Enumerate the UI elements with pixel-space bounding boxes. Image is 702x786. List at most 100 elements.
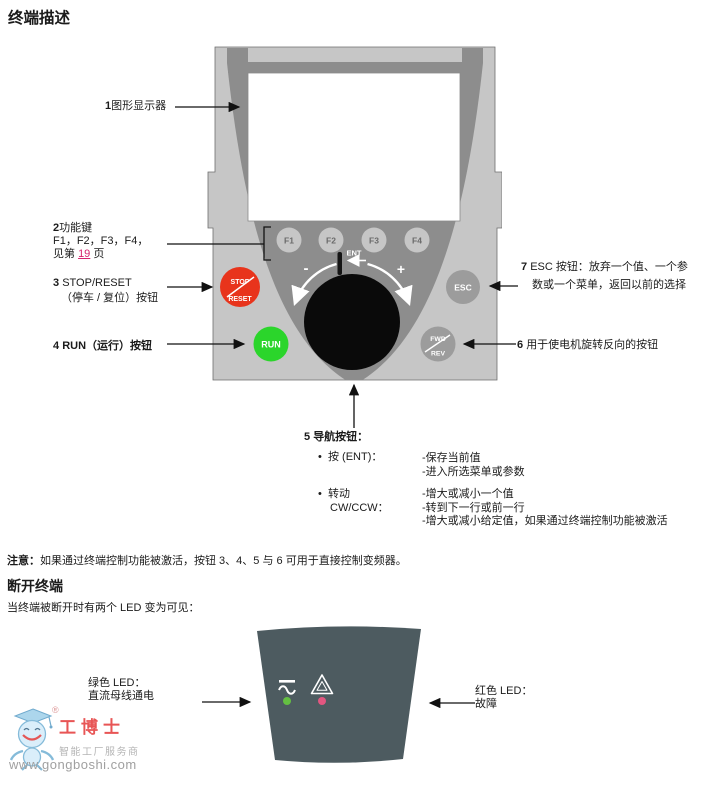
svg-text:RUN: RUN xyxy=(261,340,281,350)
callout-nav-turn-bullet: • 转动 CW/CCW： xyxy=(318,488,389,515)
callout-stop-line1: STOP/RESET xyxy=(62,277,132,289)
callout-arrow-green-led xyxy=(202,696,252,708)
callout-fn-num: 2 xyxy=(53,222,60,234)
green-led-label: 绿色 LED： 直流母线通电 xyxy=(88,677,154,703)
svg-text:F4: F4 xyxy=(412,236,422,246)
callout-fn-line1: 功能键 xyxy=(59,222,93,234)
green-led-line1: 绿色 LED： xyxy=(88,677,146,689)
knob-plus-label: + xyxy=(397,261,405,277)
esc-button: ESC xyxy=(446,270,480,304)
graphic-display xyxy=(247,72,461,222)
green-led-line2: 直流母线通电 xyxy=(88,690,154,702)
callout-nav-press-descs: -保存当前值 -进入所选菜单或参数 xyxy=(422,451,525,479)
callout-function-keys: 2功能键 F1，F2，F3，F4， 见第 19 页 xyxy=(53,222,148,261)
function-key-f3: F3 xyxy=(361,227,387,253)
bullet-dot: • xyxy=(318,488,322,500)
callout-nav-turn-label2: CW/CCW： xyxy=(330,501,389,514)
knob-minus-label: - xyxy=(304,260,309,277)
svg-text:F3: F3 xyxy=(369,236,379,246)
navigation-knob xyxy=(304,274,400,370)
callout-fn-line2: F1，F2，F3，F4， xyxy=(53,235,149,247)
callout-arrow-fwd-rev xyxy=(462,338,516,350)
callout-nav-num: 5 xyxy=(304,431,311,443)
callout-arrow-stop xyxy=(167,281,214,293)
callout-stop-num: 3 xyxy=(53,277,60,289)
watermark-tagline: 智能工厂服务商 xyxy=(59,747,140,758)
watermark-brand: 工博士 xyxy=(59,718,125,737)
knob-cw-arrow xyxy=(367,262,413,307)
callout-run-num: 4 xyxy=(53,340,60,352)
callout-fn-line3-post: 页 xyxy=(90,248,105,260)
function-key-f1: F1 xyxy=(276,227,302,253)
callout-display-text: 图形显示器 xyxy=(111,100,167,112)
callout-run-text: RUN（运行）按钮 xyxy=(62,340,153,352)
ent-label: ENT xyxy=(347,249,362,258)
callout-nav-title-text: 导航按钮： xyxy=(313,431,369,443)
callout-bracket-function-keys xyxy=(167,226,271,261)
function-key-f4: F4 xyxy=(404,227,430,253)
terminal-cover xyxy=(257,626,421,763)
dc-bus-symbol xyxy=(278,680,296,695)
callout-fn-line3: 见第 19 页 xyxy=(53,248,148,261)
ent-press-tick xyxy=(337,252,342,275)
note-label: 注意： xyxy=(7,555,40,567)
callout-arrow-knob xyxy=(348,383,360,428)
page-19-link[interactable]: 19 xyxy=(78,248,91,260)
callout-arrow-display xyxy=(175,101,241,113)
callout-nav-turn-descs: -增大或减小一个值 -转到下一行或前一行 -增大或减小给定值，如果通过终端控制功… xyxy=(422,488,668,529)
callout-esc-line1: ESC 按钮：放弃一个值、一个参 xyxy=(530,261,688,273)
callout-stop-line2: （停车 / 复位）按钮 xyxy=(61,292,159,304)
callout-reverse: 6 用于使电机旋转反向的按钮 xyxy=(517,339,658,352)
disconnected-terminal-diagram xyxy=(257,626,421,763)
callout-nav-turn-label1: 转动 xyxy=(327,488,350,500)
stop-reset-button: STOP RESET xyxy=(220,267,260,307)
watermark-url[interactable]: www.gongboshi.com xyxy=(9,757,137,772)
svg-text:RESET: RESET xyxy=(228,296,252,303)
callout-reverse-num: 6 xyxy=(517,339,524,351)
keypad-diagram: F1 F2 F3 F4 ENT - + STOP RESET xyxy=(207,46,502,381)
warning-symbol xyxy=(310,674,334,695)
callout-arrow-red-led xyxy=(428,697,475,709)
svg-text:ESC: ESC xyxy=(454,283,471,293)
red-led xyxy=(318,697,326,705)
nav-turn-desc-3: -增大或减小给定值，如果通过终端控制功能被激活 xyxy=(422,515,668,527)
svg-text:STOP: STOP xyxy=(231,279,250,286)
nav-turn-desc-2: -转到下一行或前一行 xyxy=(422,501,525,514)
svg-text:F1: F1 xyxy=(284,236,294,246)
callout-display-num: 1 xyxy=(105,100,112,112)
callout-arrow-esc xyxy=(488,280,518,292)
note: 注意：如果通过终端控制功能被激活，按钮 3、4、5 与 6 可用于直接控制变频器… xyxy=(7,555,407,568)
callout-display: 1图形显示器 xyxy=(105,100,166,113)
nav-turn-desc-1: -增大或减小一个值 xyxy=(422,488,514,500)
callout-fn-line3-pre: 见第 xyxy=(53,248,79,260)
disconnect-intro: 当终端被断开时有两个 LED 变为可见： xyxy=(7,602,200,614)
mascot-logo xyxy=(9,708,55,771)
knob-ccw-arrow xyxy=(291,262,337,307)
callout-run: 4 RUN（运行）按钮 xyxy=(53,340,152,353)
svg-text:REV: REV xyxy=(431,351,445,358)
red-led-label: 红色 LED： 故障 xyxy=(475,685,532,711)
section-title-disconnect: 断开终端 xyxy=(7,578,63,594)
callout-esc-num: 7 xyxy=(521,261,528,273)
callout-nav-title: 5 导航按钮： xyxy=(304,431,368,444)
green-led xyxy=(283,697,291,705)
callout-nav-press-bullet: • 按 (ENT)： xyxy=(318,451,382,464)
registered-mark: ® xyxy=(52,705,59,715)
function-key-f2: F2 xyxy=(318,227,344,253)
callout-esc: 7 ESC 按钮：放弃一个值、一个参 数或一个菜单，返回以前的选择 xyxy=(521,258,688,294)
callout-arrow-run xyxy=(167,338,246,350)
callout-esc-line2: 数或一个菜单，返回以前的选择 xyxy=(532,279,686,291)
svg-text:FWD: FWD xyxy=(430,336,446,343)
nav-press-desc-2: -进入所选菜单或参数 xyxy=(422,466,525,478)
callout-reverse-text: 用于使电机旋转反向的按钮 xyxy=(526,339,659,351)
note-text: 如果通过终端控制功能被激活，按钮 3、4、5 与 6 可用于直接控制变频器。 xyxy=(40,555,407,567)
red-led-line2: 故障 xyxy=(475,698,497,710)
fwd-rev-button: FWD REV xyxy=(420,326,456,362)
callout-nav-press-label: 按 (ENT)： xyxy=(327,451,383,463)
run-button: RUN xyxy=(253,326,289,362)
nav-press-desc-1: -保存当前值 xyxy=(422,452,481,464)
page-title: 终端描述 xyxy=(8,10,71,27)
bullet-dot: • xyxy=(318,451,322,463)
callout-stop-reset: 3 STOP/RESET （停车 / 复位）按钮 xyxy=(53,276,158,306)
